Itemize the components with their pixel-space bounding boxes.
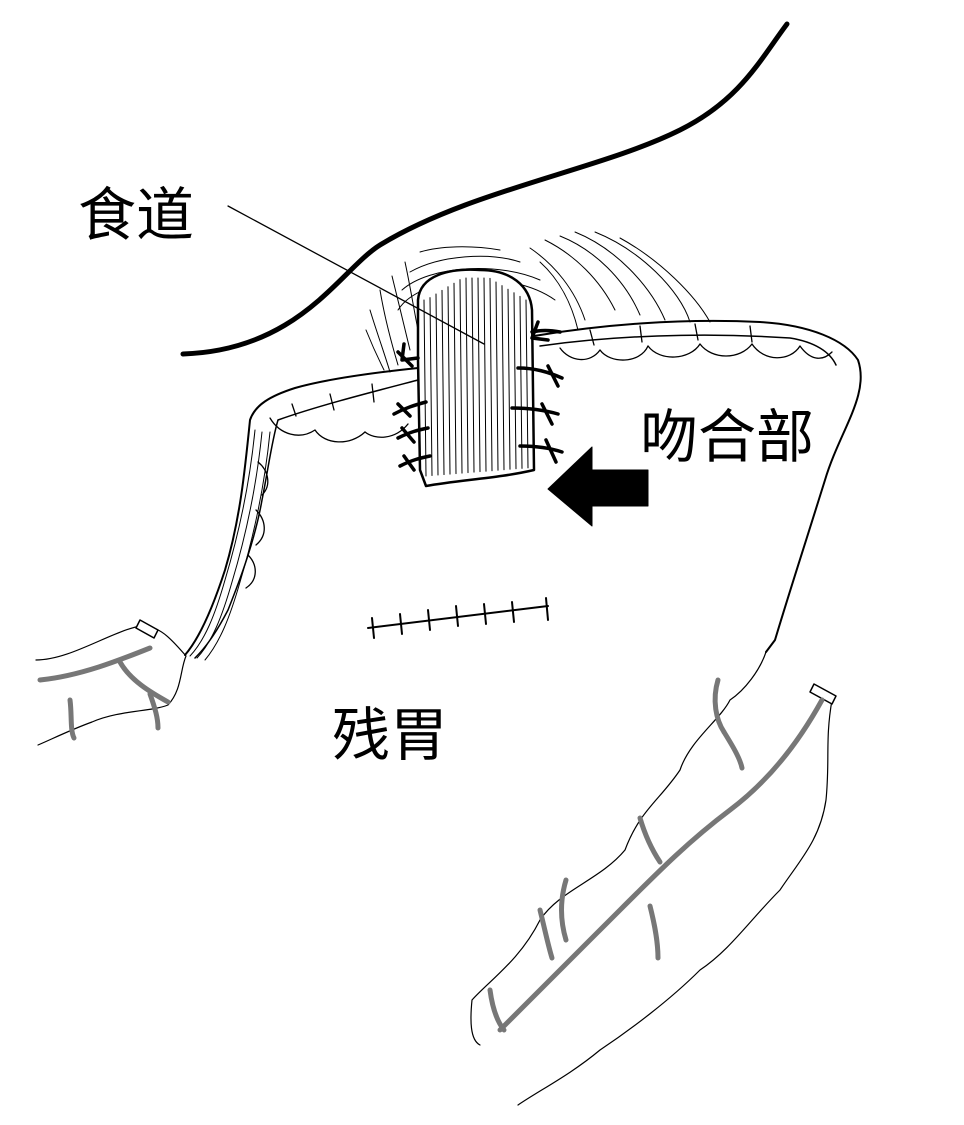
esophagus-label: 食道 xyxy=(78,181,195,249)
esophagus-striation xyxy=(507,288,511,470)
remnant-stomach-label: 残胃 xyxy=(332,701,449,769)
esophagus-leader-line xyxy=(227,205,485,345)
right-omentum-outline xyxy=(470,651,767,1046)
esophagus-striation xyxy=(435,293,439,476)
esophagus-striation xyxy=(489,277,493,472)
left-vessels xyxy=(37,645,171,741)
anastomosis-sutures-right xyxy=(510,320,564,464)
stomach-wall-band-left xyxy=(194,379,419,659)
esophagus-outline xyxy=(416,268,536,488)
left-omentum-outline xyxy=(35,625,187,746)
arrow-left-icon xyxy=(547,446,649,527)
anastomosis-sutures-left xyxy=(392,342,432,472)
right-omentum-outline-outer xyxy=(517,699,833,1106)
esophagus-striation xyxy=(513,292,517,470)
esophagus-striation xyxy=(495,281,499,471)
diaphragm-curve xyxy=(180,21,790,357)
esophagus-striation xyxy=(465,277,469,474)
esophagus-striation xyxy=(453,282,457,475)
left-clip-icon xyxy=(135,619,159,639)
esophagus-striation xyxy=(477,277,481,473)
stomach-outline-right xyxy=(533,319,862,653)
esophagus-striation xyxy=(501,285,505,471)
serosal-scallops-right xyxy=(559,323,833,361)
esophagus-striations xyxy=(423,277,529,477)
esophagus-striation xyxy=(423,299,427,477)
esophagus-striation xyxy=(429,297,433,477)
right-vessels xyxy=(487,677,825,1033)
staple-line xyxy=(367,597,549,639)
serosal-scallops-left xyxy=(245,383,409,589)
stomach-wall-lines-left xyxy=(189,429,271,661)
right-clip-icon xyxy=(809,683,837,705)
esophagus-striation xyxy=(459,279,463,474)
anastomosis-label: 吻合部 xyxy=(640,403,815,471)
esophagus-striation xyxy=(483,277,487,472)
stomach-wall-band-right xyxy=(539,334,837,366)
esophagus-striation xyxy=(447,286,451,475)
stomach-outline xyxy=(184,367,419,656)
hiatus-lines xyxy=(365,231,711,373)
esophagus-striation xyxy=(525,299,529,469)
esophagus-striation xyxy=(471,277,475,473)
esophagus-striation xyxy=(519,295,523,469)
